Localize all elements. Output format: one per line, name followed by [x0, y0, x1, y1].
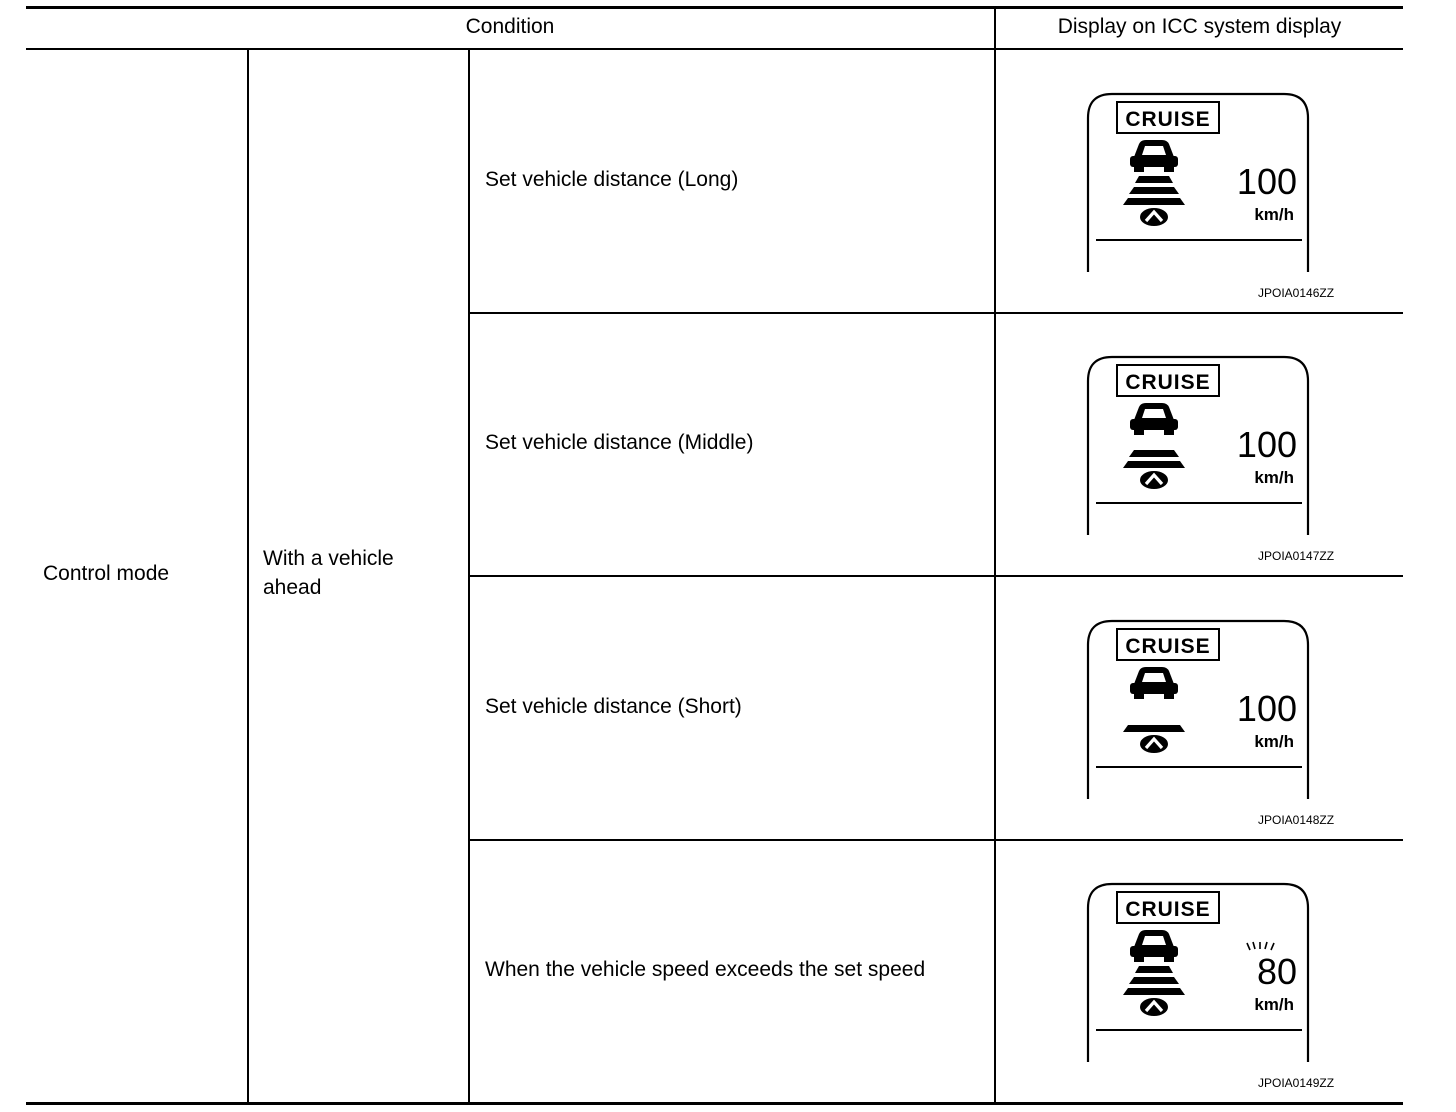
row-divider: [468, 312, 1403, 314]
condition-text: When the vehicle speed exceeds the set s…: [485, 958, 926, 981]
header-bottom-rule: [26, 48, 1403, 50]
header-display: Display on ICC system display: [1057, 15, 1342, 38]
distance-bar: [1129, 977, 1179, 984]
cruise-badge: [1116, 101, 1220, 134]
icc-display-figure: CRUISE 80 km/h: [1076, 880, 1312, 1070]
cruise-badge-text: CRUISE: [1125, 635, 1210, 658]
own-vehicle-icon: [1140, 998, 1168, 1016]
distance-bar: [1123, 725, 1185, 732]
distance-bar: [1123, 198, 1185, 205]
display-frame: [1086, 355, 1310, 535]
own-vehicle-icon: [1140, 208, 1168, 226]
set-speed-value: 80: [1257, 951, 1297, 992]
column-divider: [247, 50, 249, 1103]
speed-unit: km/h: [1254, 468, 1294, 487]
display-frame: [1086, 619, 1310, 799]
header-condition: Condition: [465, 15, 555, 38]
cruise-badge-text: CRUISE: [1125, 371, 1210, 394]
speed-unit: km/h: [1254, 732, 1294, 751]
icc-display-screen: CRUISE 80 km/h: [1086, 882, 1310, 1062]
distance-bar: [1129, 187, 1179, 194]
icc-display-figure: CRUISE 100 km/h: [1076, 353, 1312, 543]
set-speed-value: 100: [1237, 688, 1297, 729]
icc-display-screen: CRUISE 100 km/h: [1086, 619, 1310, 799]
cruise-badge: [1116, 891, 1220, 924]
distance-bar: [1123, 461, 1185, 468]
icc-display-screen: CRUISE 100 km/h: [1086, 355, 1310, 535]
car-ahead-icon: [1130, 667, 1178, 699]
figure-code: JPOIA0149ZZ: [1258, 1076, 1335, 1090]
icc-display-figure: CRUISE 100 km/h: [1076, 90, 1312, 280]
speed-unit: km/h: [1254, 995, 1294, 1014]
car-ahead-icon: [1130, 140, 1178, 172]
distance-bar: [1135, 966, 1173, 973]
cruise-badge-text: CRUISE: [1125, 898, 1210, 921]
icc-display-figure: CRUISE 100 km/h: [1076, 617, 1312, 807]
car-ahead-icon: [1130, 930, 1178, 962]
cruise-badge: [1116, 628, 1220, 661]
condition-text: Set vehicle distance (Long): [485, 168, 739, 191]
condition-text: Set vehicle distance (Middle): [485, 431, 754, 454]
table-bottom-rule: [26, 1102, 1403, 1105]
icc-display-screen: CRUISE 100 km/h: [1086, 92, 1310, 272]
own-vehicle-icon: [1140, 471, 1168, 489]
distance-bar: [1123, 988, 1185, 995]
display-frame: [1086, 92, 1310, 272]
column-divider: [468, 50, 470, 1103]
cruise-badge-text: CRUISE: [1125, 108, 1210, 131]
condition-display-table: Condition Display on ICC system display …: [26, 6, 1403, 1106]
speed-blink-marks: [1246, 941, 1275, 951]
table-top-rule: [26, 6, 1403, 9]
distance-bar: [1129, 450, 1179, 457]
control-mode-label: Control mode: [43, 562, 170, 585]
display-frame: [1086, 882, 1310, 1062]
row-divider: [468, 839, 1403, 841]
own-vehicle-icon: [1140, 735, 1168, 753]
speed-unit: km/h: [1254, 205, 1294, 224]
column-divider: [994, 9, 996, 1103]
set-speed-value: 100: [1237, 424, 1297, 465]
row-divider: [468, 575, 1403, 577]
figure-code: JPOIA0148ZZ: [1258, 813, 1335, 827]
figure-code: JPOIA0147ZZ: [1258, 549, 1335, 563]
car-ahead-icon: [1130, 403, 1178, 435]
condition-text: Set vehicle distance (Short): [485, 695, 742, 718]
situation-label: With a vehicle ahead: [263, 547, 394, 599]
distance-bar: [1135, 176, 1173, 183]
set-speed-value: 100: [1237, 161, 1297, 202]
cruise-badge: [1116, 364, 1220, 397]
figure-code: JPOIA0146ZZ: [1258, 286, 1335, 300]
